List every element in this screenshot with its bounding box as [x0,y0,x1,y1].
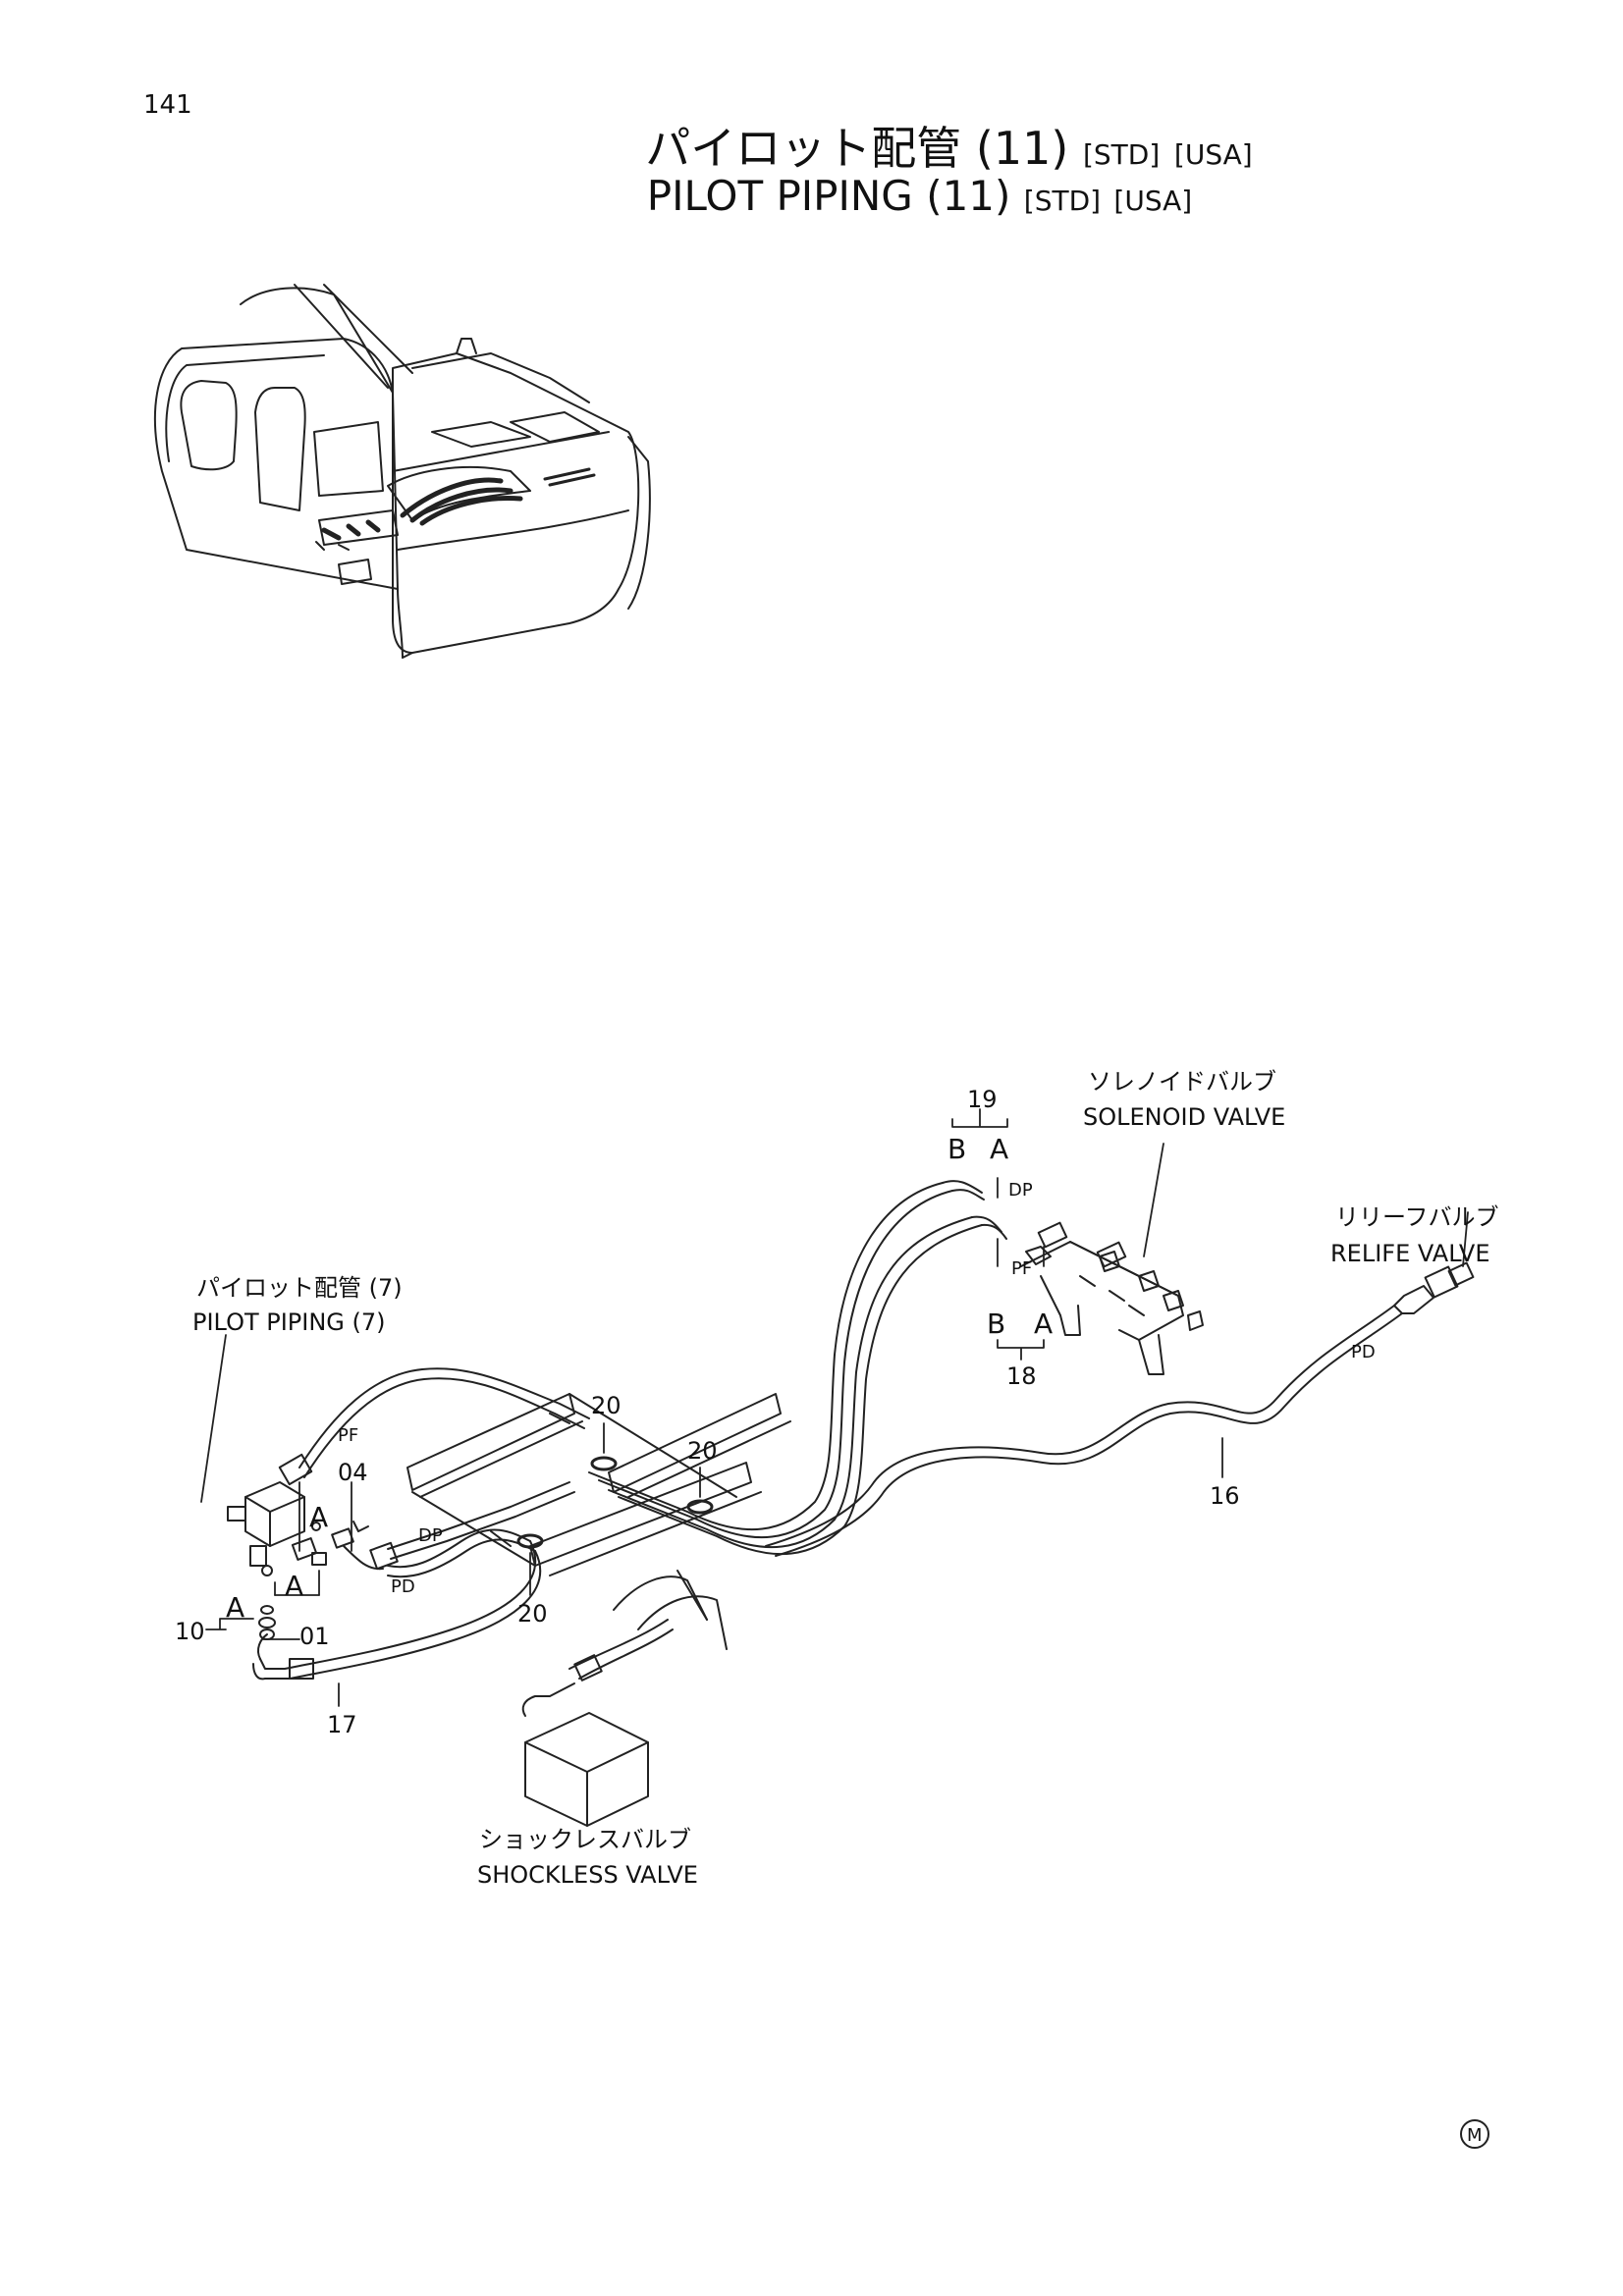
shockless-valve-box [524,1712,649,1827]
port-dp-left: DP [418,1525,443,1546]
part-01: 01 [299,1623,330,1650]
pilot-valve-assembly [227,1481,384,1640]
part-04: 04 [338,1459,368,1486]
letter-a-10: A [226,1591,244,1624]
shockless-en-label: SHOCKLESS VALVE [477,1861,698,1889]
maker-mark-letter: M [1467,2125,1483,2146]
port-pd-relief: PD [1351,1342,1376,1362]
tag-std: [STD] [1082,138,1161,171]
pilot7-en-label: PILOT PIPING (7) [192,1308,386,1336]
solenoid-en-label: SOLENOID VALVE [1083,1103,1285,1131]
relief-jp-label: リリーフバルブ [1335,1203,1499,1231]
hose-17 [252,1528,542,1681]
port-dp-solenoid: DP [1008,1180,1033,1201]
leader-lines [200,1108,1469,1707]
title-jp-text: パイロット配管 (11) [645,122,1069,175]
letter-b-18: B [987,1308,1005,1340]
tag-usa-en: [USA] [1113,185,1193,217]
letter-b-19: B [947,1133,966,1165]
part-20-a: 20 [591,1392,622,1419]
frame-rails [406,1393,791,1650]
part-10: 10 [175,1618,205,1645]
letter-a-19: A [990,1133,1008,1165]
part-16: 16 [1210,1482,1240,1510]
part-19: 19 [967,1086,998,1113]
hoses-19-18 [588,1180,1007,1556]
tag-std-en: [STD] [1023,185,1102,217]
hose-pf-dp [278,1367,590,1571]
tag-usa: [USA] [1173,138,1253,171]
part-20-c: 20 [517,1600,548,1628]
solenoid-valve-assembly [1020,1221,1204,1375]
port-pf-left: PF [338,1425,358,1446]
part-18: 18 [1006,1362,1037,1390]
relief-en-label: RELIFE VALVE [1330,1240,1490,1267]
part-20-b: 20 [687,1437,718,1465]
part-17: 17 [327,1711,357,1738]
port-pd-left: PD [391,1576,415,1597]
maker-mark: M [1460,2119,1489,2149]
title-en: PILOT PIPING (11) [STD] [USA] [0,172,1623,220]
shockless-jp-label: ショックレスバルブ [479,1826,691,1853]
hose-16 [765,1261,1475,1557]
letter-a-01: A [285,1570,303,1602]
letter-a-18: A [1034,1308,1053,1340]
solenoid-jp-label: ソレノイドバルブ [1088,1068,1276,1095]
hose-shockless [521,1619,674,1717]
title-en-text: PILOT PIPING (11) [646,172,1011,220]
port-pf-solenoid: PF [1011,1258,1032,1279]
hose-clamps [516,1456,714,1549]
letter-a-04: A [309,1501,328,1533]
page-number: 141 [143,90,192,120]
pilot7-jp-label: パイロット配管 (7) [196,1274,403,1302]
excavator-overview-illustration [153,284,651,659]
title-jp: パイロット配管 (11) [STD] [USA] [0,113,1623,178]
